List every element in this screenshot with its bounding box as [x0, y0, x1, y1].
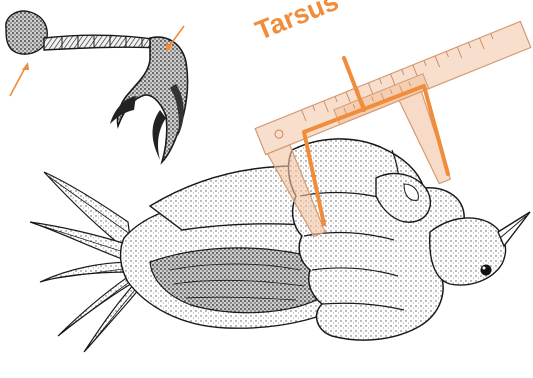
bird-foot-inset-icon — [6, 11, 188, 162]
